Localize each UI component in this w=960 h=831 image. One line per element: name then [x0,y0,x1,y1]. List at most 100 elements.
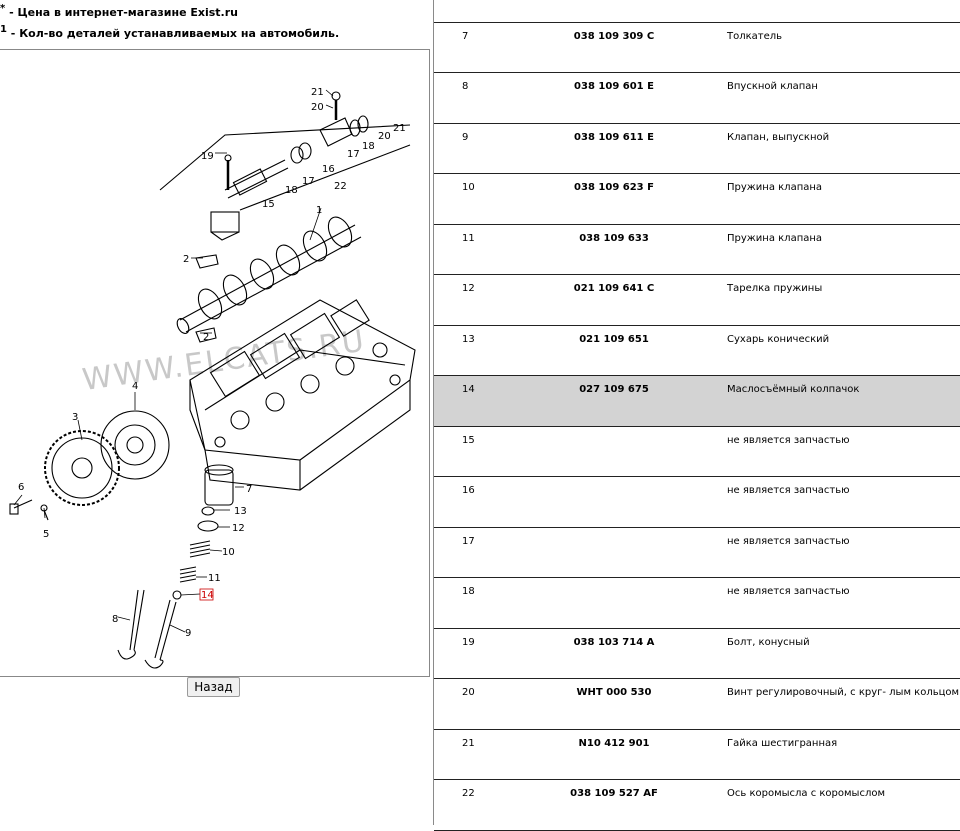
row-part-number[interactable]: 038 109 527 AF [570,788,658,799]
row-part-number[interactable]: 021 109 641 C [573,283,655,294]
table-row-selected[interactable]: 14 027 109 675 Маслосъёмный колпачок [434,376,960,427]
table-row[interactable]: 6 [434,0,960,23]
row-part-number[interactable]: 038 103 714 A [573,636,655,648]
callout-10: 10 [222,547,235,558]
row-description: Тарелка пружины [727,283,823,294]
valve-train-drawing [117,464,234,669]
watermark: WWW.ELCATS.RU [80,324,368,398]
callout-20-right: 20 [378,131,391,142]
callout-7: 7 [246,484,252,495]
callout-4: 4 [132,381,138,392]
row-part-number[interactable]: 038 109 601 E [574,81,654,92]
row-description: не является запчастью [727,434,850,446]
table-row[interactable]: 8 038 109 601 E Впускной клапан [434,73,960,124]
table-row[interactable]: 7 038 109 309 C Толкатель [434,23,960,73]
row-description: не является запчастью [727,485,850,496]
callout-numbers: 1 2 2 3 4 5 6 7 8 9 10 11 12 13 14 15 16… [18,87,406,639]
callout-2-lower: 2 [203,332,209,343]
camshaft-drawing [176,216,362,334]
callout-5: 5 [43,529,49,540]
row-description: не является запчастью [727,586,850,597]
callout-8: 8 [112,614,118,625]
row-part-number[interactable]: WHT 000 530 [576,687,652,698]
row-position: 9 [462,131,469,143]
row-position: 10 [462,182,475,193]
row-description: Маслосъёмный колпачок [727,384,860,395]
cylinder-head-drawing [189,299,416,491]
callout-16: 16 [322,164,335,175]
row-position: 15 [462,434,475,446]
callout-20: 20 [311,102,324,113]
row-part-number[interactable]: 038 109 633 [579,232,649,244]
note-quantity: 1 - Кол-во деталей устанавливаемых на ав… [0,24,340,40]
row-part-number[interactable]: 027 109 675 [579,384,649,395]
sprocket-drawing [9,410,170,521]
row-description: Пружина клапана [727,182,823,193]
callout-1: 1 [316,205,322,216]
table-row[interactable]: 16 не является запчастью [434,477,960,528]
row-position: 12 [462,283,475,294]
row-description: Сухарь конический [727,333,830,345]
row-position: 19 [462,636,475,648]
row-description: Гайка шестигранная [727,737,838,749]
table-row[interactable]: 13 021 109 651 Сухарь конический [434,326,960,376]
row-part-number[interactable]: N10 412 901 [578,737,650,749]
table-row[interactable]: 17 не является запчастью [434,528,960,578]
row-part-number[interactable]: 038 109 623 F [574,182,654,193]
table-row[interactable]: 12 021 109 641 C Тарелка пружины [434,275,960,326]
row-part-number[interactable]: 038 109 309 C [573,30,655,42]
parts-diagram-svg: WWW.ELCATS.RU [9,87,416,669]
table-row[interactable]: 9 038 109 611 E Клапан, выпускной [434,124,960,174]
callout-13: 13 [234,506,247,517]
row-description: Клапан, выпускной [727,131,830,143]
callout-11: 11 [208,573,221,584]
callout-9: 9 [185,628,191,639]
row-description: не является запчастью [727,535,850,547]
callout-21-right: 21 [393,123,406,134]
row-position: 20 [462,687,475,698]
callout-6: 6 [18,482,24,493]
row-description: Болт, конусный [727,636,810,648]
table-row[interactable]: 18 не является запчастью [434,578,960,629]
table-row[interactable]: 21 N10 412 901 Гайка шестигранная [434,730,960,780]
table-row[interactable]: 15 не является запчастью [434,427,960,477]
parts-table: 6 7 038 109 309 C Толкатель 8 038 109 60… [434,0,960,831]
column-divider [433,0,434,825]
callout-18-right: 18 [362,141,375,152]
row-position: 14 [462,384,475,395]
row-part-number[interactable]: 038 109 611 E [574,131,654,143]
back-button[interactable]: Назад [187,677,240,697]
table-row[interactable]: 19 038 103 714 A Болт, конусный [434,629,960,679]
rocker-shaft-drawing [159,91,411,343]
table-row[interactable]: 20 WHT 000 530 Винт регулировочный, с кр… [434,679,960,730]
row-position: 13 [462,333,475,345]
table-row[interactable]: 11 038 109 633 Пружина клапана [434,225,960,275]
callout-18: 18 [285,185,298,196]
callout-3: 3 [72,412,78,423]
row-position: 22 [462,788,475,799]
parts-diagram: WWW.ELCATS.RU [0,49,430,677]
callout-2: 2 [183,254,189,265]
callout-19: 19 [201,151,214,162]
callout-leaders [13,89,334,633]
note-price: * - Цена в интернет-магазине Exist.ru [0,3,238,19]
callout-14[interactable]: 14 [201,590,214,601]
row-position: 21 [462,737,475,749]
callout-22: 22 [334,181,347,192]
callout-17: 17 [302,176,315,187]
row-position: 16 [462,485,475,496]
row-part-number[interactable]: 021 109 651 [579,333,649,345]
table-row[interactable]: 22 038 109 527 AF Ось коромысла с коромы… [434,780,960,831]
callout-14-highlight-box [199,588,214,601]
callout-12: 12 [232,523,245,534]
row-position: 18 [462,586,475,597]
row-description: Ось коромысла с коромыслом [727,788,885,799]
row-position: 11 [462,232,475,244]
row-description: Винт регулировочный, с круг- лым кольцом [727,687,960,698]
row-description: Пружина клапана [727,232,823,244]
row-description: Впускной клапан [727,81,818,92]
table-row[interactable]: 10 038 109 623 F Пружина клапана [434,174,960,225]
row-position: 17 [462,535,475,547]
callout-21: 21 [311,87,324,98]
row-description: Толкатель [727,30,783,42]
